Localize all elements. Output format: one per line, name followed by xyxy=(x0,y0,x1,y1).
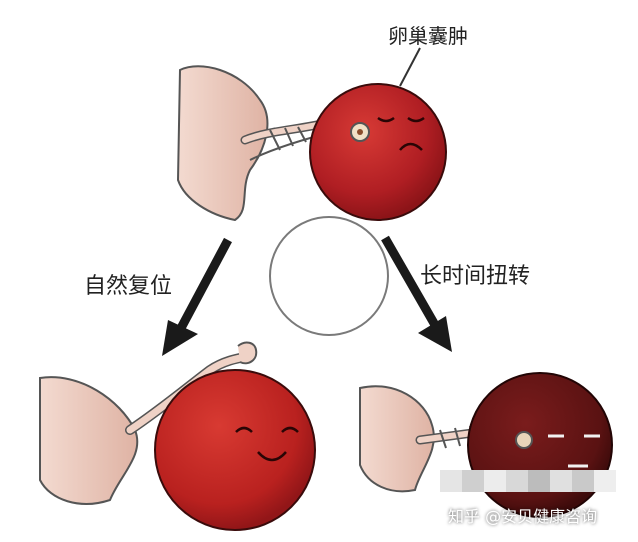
empty-circle xyxy=(269,216,389,336)
watermark: 知乎 @安贝健康咨询 xyxy=(448,507,598,526)
left-arrow xyxy=(162,237,232,356)
bottom-left-ligament xyxy=(125,341,258,435)
top-uterus-tissue xyxy=(176,65,269,222)
happy-cyst-icon xyxy=(154,369,316,531)
necrotic-cyst-icon xyxy=(467,372,613,518)
bottom-right-uterus-tissue xyxy=(359,385,435,493)
cyst-label: 卵巢囊肿 xyxy=(388,24,468,48)
long-torsion-label: 长时间扭转 xyxy=(420,264,531,289)
bottom-left-uterus-tissue xyxy=(39,376,139,505)
cyst-label-pointer xyxy=(399,47,421,87)
worried-cyst-icon xyxy=(309,83,447,221)
natural-reset-label: 自然复位 xyxy=(84,274,173,299)
mosaic-overlay xyxy=(440,470,616,492)
right-arrow xyxy=(381,235,452,352)
